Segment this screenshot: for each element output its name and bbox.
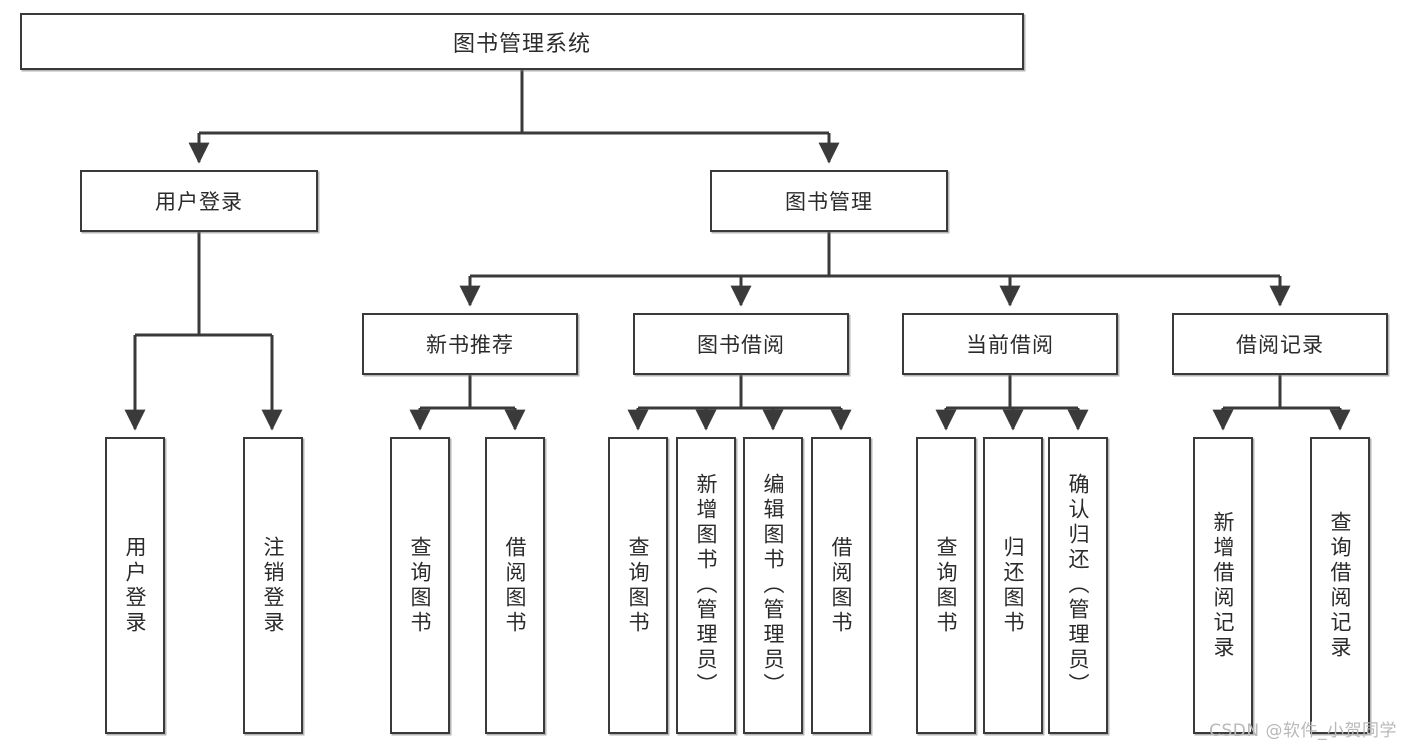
node-leaf-query-record-label: 查询借阅记录	[1328, 510, 1353, 661]
watermark-text: CSDN @软件_小贺同学	[1209, 721, 1397, 741]
node-new-book-recommend-label: 新书推荐	[426, 333, 514, 357]
node-leaf-query-book-3[interactable]: 查询图书	[916, 437, 976, 734]
node-leaf-confirm-return[interactable]: 确认归还（管理员）	[1048, 437, 1108, 734]
node-book-manage-label: 图书管理	[785, 190, 873, 214]
node-leaf-user-login[interactable]: 用户登录	[105, 437, 165, 734]
node-leaf-borrow-book-2-label: 借阅图书	[829, 535, 854, 636]
node-leaf-query-book-1[interactable]: 查询图书	[390, 437, 450, 734]
node-leaf-user-login-label: 用户登录	[123, 535, 148, 636]
node-leaf-return-book-label: 归还图书	[1001, 535, 1026, 636]
node-borrow-record-label: 借阅记录	[1236, 333, 1324, 357]
node-leaf-add-record-label: 新增借阅记录	[1211, 510, 1236, 661]
node-leaf-confirm-return-label: 确认归还（管理员）	[1066, 473, 1091, 698]
node-book-borrow-label: 图书借阅	[697, 333, 785, 357]
node-current-borrow-label: 当前借阅	[966, 333, 1054, 357]
node-leaf-add-record[interactable]: 新增借阅记录	[1193, 437, 1253, 734]
node-leaf-edit-book[interactable]: 编辑图书（管理员）	[743, 437, 803, 734]
node-leaf-user-logout-label: 注销登录	[261, 535, 286, 636]
node-book-manage[interactable]: 图书管理	[710, 170, 948, 232]
node-leaf-borrow-book-2[interactable]: 借阅图书	[811, 437, 871, 734]
node-root[interactable]: 图书管理系统	[20, 13, 1024, 70]
node-book-borrow[interactable]: 图书借阅	[633, 313, 849, 375]
node-root-label: 图书管理系统	[452, 31, 591, 57]
node-new-book-recommend[interactable]: 新书推荐	[362, 313, 578, 375]
node-current-borrow[interactable]: 当前借阅	[902, 313, 1118, 375]
node-borrow-record[interactable]: 借阅记录	[1172, 313, 1388, 375]
node-leaf-borrow-book-1-label: 借阅图书	[503, 535, 528, 636]
node-leaf-query-book-3-label: 查询图书	[934, 535, 959, 636]
node-leaf-user-logout[interactable]: 注销登录	[243, 437, 303, 734]
node-leaf-query-book-2[interactable]: 查询图书	[608, 437, 668, 734]
node-leaf-query-book-2-label: 查询图书	[626, 535, 651, 636]
node-leaf-query-book-1-label: 查询图书	[408, 535, 433, 636]
node-user-login-label: 用户登录	[155, 190, 243, 214]
node-leaf-add-book-label: 新增图书（管理员）	[694, 473, 719, 698]
node-leaf-return-book[interactable]: 归还图书	[983, 437, 1043, 734]
node-leaf-add-book[interactable]: 新增图书（管理员）	[676, 437, 736, 734]
node-leaf-edit-book-label: 编辑图书（管理员）	[761, 473, 786, 698]
node-leaf-borrow-book-1[interactable]: 借阅图书	[485, 437, 545, 734]
node-user-login[interactable]: 用户登录	[80, 170, 318, 232]
node-leaf-query-record[interactable]: 查询借阅记录	[1310, 437, 1370, 734]
